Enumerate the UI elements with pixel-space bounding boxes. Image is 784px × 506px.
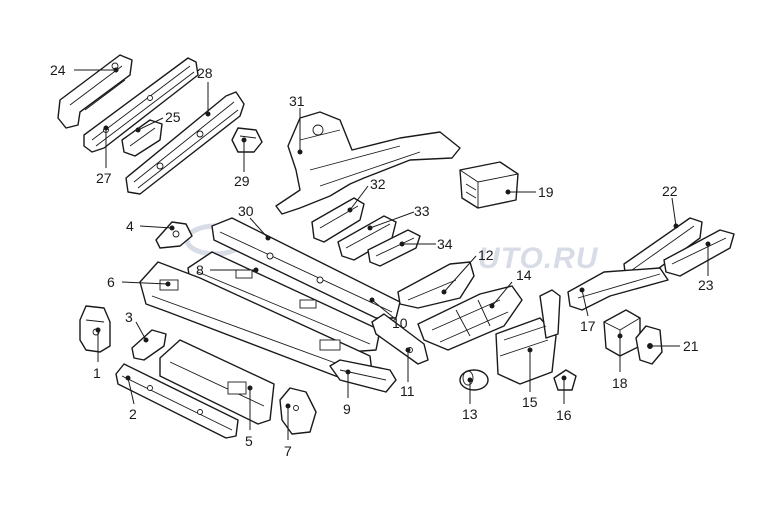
part-34-bracket (367, 229, 421, 267)
callout-9: 9 (343, 401, 351, 417)
callout-16: 16 (556, 407, 572, 423)
callout-10: 10 (392, 315, 408, 331)
part-18-box (603, 309, 641, 357)
callout-labels: 24 27 25 28 29 31 19 32 33 34 4 30 8 6 1… (50, 62, 714, 459)
callout-32: 32 (370, 176, 386, 192)
part-5-panel (159, 339, 275, 425)
callout-19: 19 (538, 184, 554, 200)
callout-27: 27 (96, 170, 112, 186)
part-15-housing (495, 289, 561, 385)
callout-21: 21 (683, 338, 699, 354)
callout-18: 18 (612, 375, 628, 391)
callout-22: 22 (662, 183, 678, 199)
watermark-text: UTO.RU (478, 242, 599, 275)
part-19-box (459, 161, 519, 209)
part-14-frame (417, 285, 523, 351)
part-4-bracket (155, 221, 193, 249)
part-25-clip (121, 119, 163, 157)
part-1-mount (79, 305, 111, 353)
callout-11: 11 (400, 383, 415, 399)
callout-4: 4 (126, 218, 134, 234)
part-12-bracket (397, 261, 475, 309)
callout-33: 33 (414, 203, 430, 219)
callout-15: 15 (522, 394, 538, 410)
callout-25: 25 (165, 109, 181, 125)
part-2-bar (115, 363, 239, 439)
part-23-rail (663, 229, 735, 277)
part-13-bushing (459, 369, 489, 391)
callout-13: 13 (462, 406, 478, 422)
part-28-member (125, 91, 245, 195)
part-9-bracket (329, 359, 397, 393)
callout-8: 8 (196, 262, 204, 278)
callout-31: 31 (289, 93, 305, 109)
part-7-bracket (279, 387, 317, 435)
callout-6: 6 (107, 274, 115, 290)
callout-1: 1 (93, 365, 101, 381)
callout-14: 14 (516, 267, 532, 283)
callout-2: 2 (129, 406, 137, 422)
callout-29: 29 (234, 173, 250, 189)
callout-7: 7 (284, 443, 292, 459)
callout-28: 28 (197, 65, 213, 81)
part-31-panel (275, 111, 461, 215)
part-30-crossmember (211, 217, 401, 319)
callout-12: 12 (478, 247, 494, 263)
callout-34: 34 (437, 236, 453, 252)
part-29-bracket (231, 127, 263, 153)
part-17-rail (567, 267, 669, 311)
callout-24: 24 (50, 62, 66, 78)
callout-30: 30 (238, 203, 254, 219)
part-3-bracket (131, 329, 167, 361)
callout-23: 23 (698, 277, 714, 293)
leader-lines (74, 67, 711, 440)
callout-5: 5 (245, 433, 253, 449)
callout-17: 17 (580, 318, 596, 334)
callout-3: 3 (125, 309, 133, 325)
